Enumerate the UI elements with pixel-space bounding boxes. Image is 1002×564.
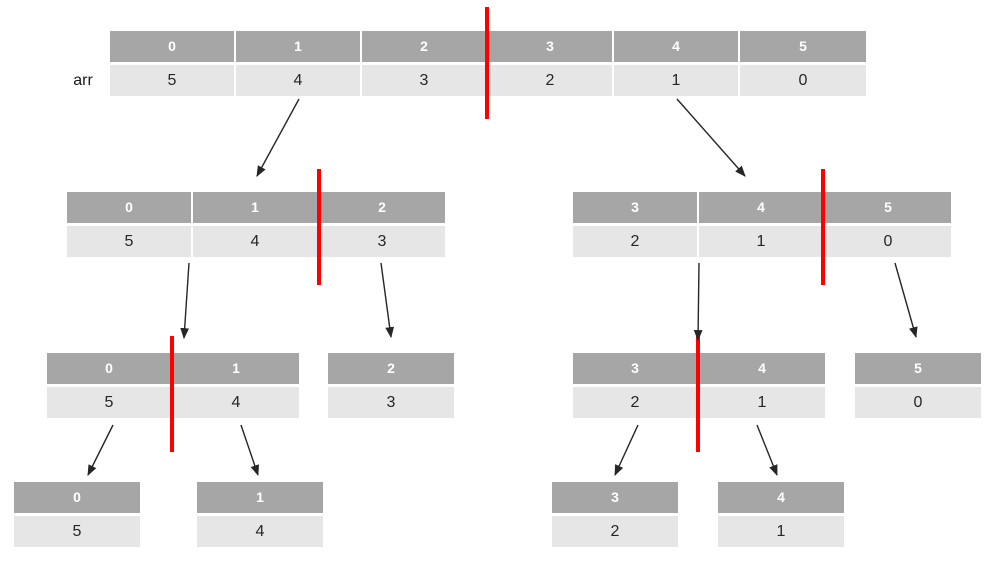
- index-cell: 1: [193, 192, 319, 223]
- index-cell: 3: [552, 482, 678, 513]
- array-4-index-row: 4: [718, 482, 844, 513]
- divide-arrow-6: [87, 424, 114, 476]
- value-cell: 0: [855, 387, 981, 418]
- index-cell: 5: [855, 353, 981, 384]
- array-variable-label: arr: [73, 72, 93, 89]
- value-cell: 5: [110, 65, 236, 96]
- index-cell: 4: [699, 353, 825, 384]
- value-cell: 1: [718, 516, 844, 547]
- index-cell: 0: [47, 353, 173, 384]
- array-2-index-row: 2: [328, 353, 454, 384]
- index-cell: 0: [110, 31, 236, 62]
- divide-arrow-0: [256, 98, 300, 177]
- array-2-value-row: 3: [328, 387, 454, 418]
- value-cell: 2: [488, 65, 614, 96]
- index-cell: 1: [197, 482, 323, 513]
- array-3-value-row: 2: [552, 516, 678, 547]
- value-cell: 2: [552, 516, 678, 547]
- index-cell: 3: [573, 192, 699, 223]
- index-cell: 2: [362, 31, 488, 62]
- array-3-index-row: 3: [552, 482, 678, 513]
- value-cell: 5: [67, 226, 193, 257]
- index-cell: 1: [236, 31, 362, 62]
- index-cell: 5: [825, 192, 951, 223]
- divide-arrow-2: [180, 262, 190, 340]
- array-1-index-row: 1: [197, 482, 323, 513]
- array-5-value-row: 0: [855, 387, 981, 418]
- value-cell: 5: [14, 516, 140, 547]
- index-cell: 4: [614, 31, 740, 62]
- value-cell: 0: [740, 65, 866, 96]
- divide-arrow-9: [756, 424, 778, 477]
- index-cell: 5: [740, 31, 866, 62]
- value-cell: 3: [328, 387, 454, 418]
- index-cell: 2: [319, 192, 445, 223]
- value-cell: 4: [193, 226, 319, 257]
- divide-arrow-4: [693, 262, 703, 342]
- value-cell: 2: [573, 387, 699, 418]
- divide-arrow-7: [240, 424, 259, 477]
- value-cell: 0: [825, 226, 951, 257]
- value-cell: 1: [614, 65, 740, 96]
- array-5-index-row: 5: [855, 353, 981, 384]
- index-cell: 0: [14, 482, 140, 513]
- value-cell: 1: [699, 226, 825, 257]
- divide-arrow-5: [894, 262, 918, 339]
- index-cell: 3: [573, 353, 699, 384]
- array-1-value-row: 4: [197, 516, 323, 547]
- index-cell: 2: [328, 353, 454, 384]
- value-cell: 4: [197, 516, 323, 547]
- array-4-value-row: 1: [718, 516, 844, 547]
- divide-arrow-8: [614, 424, 639, 476]
- value-cell: 1: [699, 387, 825, 418]
- index-cell: 0: [67, 192, 193, 223]
- divide-arrow-1: [676, 98, 746, 177]
- index-cell: 4: [718, 482, 844, 513]
- value-cell: 3: [319, 226, 445, 257]
- value-cell: 5: [47, 387, 173, 418]
- index-cell: 3: [488, 31, 614, 62]
- array-0-value-row: 5: [14, 516, 140, 547]
- value-cell: 4: [173, 387, 299, 418]
- value-cell: 3: [362, 65, 488, 96]
- divide-arrow-3: [380, 262, 395, 339]
- value-cell: 4: [236, 65, 362, 96]
- index-cell: 1: [173, 353, 299, 384]
- index-cell: 4: [699, 192, 825, 223]
- array-0-index-row: 0: [14, 482, 140, 513]
- value-cell: 2: [573, 226, 699, 257]
